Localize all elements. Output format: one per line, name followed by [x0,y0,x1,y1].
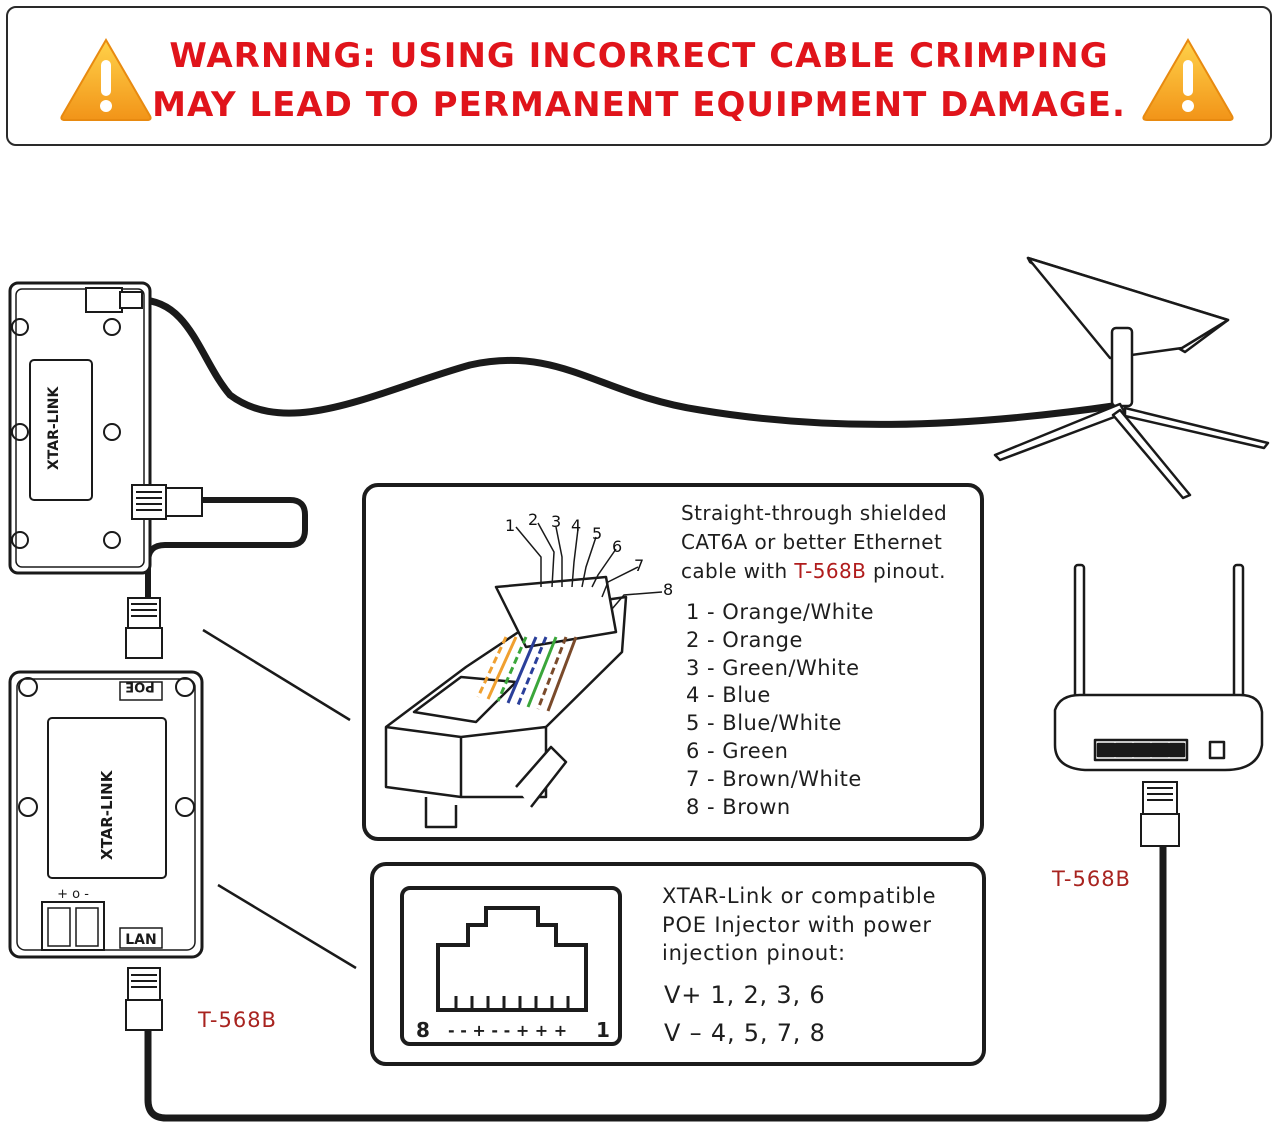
vplus-pins: V+ 1, 2, 3, 6 [664,981,826,1009]
router [1053,563,1264,772]
lan-label: LAN [125,932,156,948]
warning-line-1: WARNING: USING INCORRECT CABLE CRIMPING [169,36,1109,76]
cable-desc-suffix: pinout. [866,559,946,583]
top-unit-brand: XTAR-LINK [46,385,62,470]
rj45-port-icon [436,906,588,1012]
poe-injector-unit [8,670,204,959]
cable-desc-prefix: cable with [681,559,795,583]
pinout-list: 1 - Orange/White 2 - Orange 3 - Green/Wh… [686,599,874,821]
pin-number-6: 6 [612,537,623,556]
pinout-row-8: 8 - Brown [686,794,791,819]
pinout-row-1: 1 - Orange/White [686,600,875,624]
rj45-plug-poe-lan [125,967,163,1031]
cable-desc-line-1: Straight-through shielded [681,501,948,525]
rj45-connector-illustration [384,522,663,829]
rj45-plug-poe-input [125,597,163,659]
injector-description: XTAR-Link or compatible POE Injector wit… [662,882,936,968]
pinout-row-5: 5 - Blue/White [686,711,842,736]
satellite-cable [136,296,1124,428]
power-pinout: V+ 1, 2, 3, 6 V – 4, 5, 7, 8 [664,976,826,1052]
warning-triangle-icon [1142,38,1234,121]
injector-standard-label: T-568B [198,1008,277,1032]
pin-number-5: 5 [592,524,603,543]
poe-unit-brand: XTAR-LINK [98,769,116,860]
injector-desc-line-3: injection pinout: [662,941,846,965]
pinout-row-2: 2 - Orange [686,627,803,652]
warning-text: WARNING: USING INCORRECT CABLE CRIMPING … [8,32,1270,130]
pinout-row-6: 6 - Green [686,738,789,763]
port-pin-1-label: 1 [596,1018,610,1042]
satellite-dish [993,256,1270,500]
cable-description: Straight-through shielded CAT6A or bette… [681,499,947,586]
pinout-row-7: 7 - Brown/White [686,766,862,791]
wire-bundle [476,636,578,712]
cable-desc-line-3: cable with T-568B pinout. [681,557,947,586]
injector-pinout-panel: 8 - - + - - + + + 1 XTAR-Link or compati… [370,862,986,1066]
vminus-pins: V – 4, 5, 7, 8 [664,1019,826,1047]
port-pin-8-label: 8 [416,1018,430,1042]
pinout-row-4: 4 - Blue [686,683,771,708]
pin-number-2: 2 [528,510,539,529]
pin-number-1: 1 [505,516,516,535]
pinout-row-3: 3 - Green/White [686,655,860,680]
poe-label: POE [125,679,154,694]
pin-number-8: 8 [663,580,674,599]
rj45-plug-router [1140,781,1180,847]
xtar-link-top-unit [8,281,152,575]
warning-banner: WARNING: USING INCORRECT CABLE CRIMPING … [6,6,1272,146]
pin-number-7: 7 [634,556,645,575]
port-polarity: - - + - - + + + [448,1021,568,1040]
pin-number-4: 4 [571,516,582,535]
rj45-plug-top [131,484,203,520]
power-symbols: + o - [57,887,89,902]
injector-desc-line-2: POE Injector with power [662,912,932,937]
warning-triangle-icon [60,38,152,121]
pin-leader-lines [515,522,663,610]
router-standard-label: T-568B [1052,867,1131,891]
rj45-port-illustration: 8 - - + - - + + + 1 [400,886,622,1046]
injector-desc-line-1: XTAR-Link or compatible [662,884,937,908]
cable-standard-label: T-568B [794,559,867,583]
lan-cable [144,845,1167,1122]
pin-number-3: 3 [551,512,562,531]
warning-line-2: MAY LEAD TO PERMANENT EQUIPMENT DAMAGE. [152,85,1126,125]
cable-pinout-panel: 1 2 3 4 5 6 7 8 Straight-through shielde… [362,483,984,841]
link-cable [145,497,308,598]
cable-desc-line-2: CAT6A or better Ethernet [681,530,943,554]
